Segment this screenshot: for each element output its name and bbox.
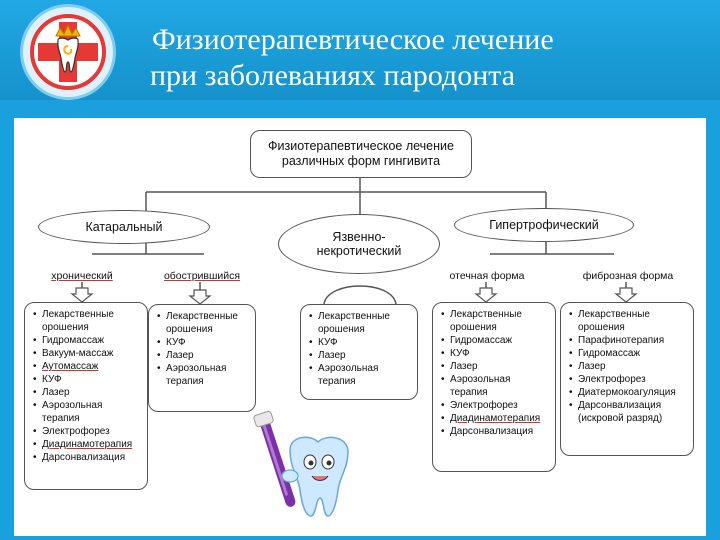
subform-edematous: отечная форма (449, 270, 525, 282)
treatment-item: Лекарственные орошения (157, 310, 249, 336)
subform-exacerbated: обострившийся (163, 270, 241, 282)
treatment-item: Аутомассаж (33, 360, 141, 373)
tooth-with-toothbrush-icon (253, 410, 349, 517)
treatment-item: Электрофорез (441, 399, 549, 412)
treatment-item: Дарсонвализация (441, 425, 549, 438)
treatment-item: Гидромассаж (33, 334, 141, 347)
treatment-list: Лекарственные орошения КУФ Лазер Аэрозол… (301, 305, 417, 392)
treatment-item: Лекарственные орошения (441, 308, 549, 334)
form-node-ulcerative: Язвенно-некротический (278, 214, 440, 274)
form-node-catarrhal: Катаральный (38, 210, 210, 244)
form-node-hypertrophic: Гипертрофический (454, 208, 634, 242)
treatment-item: Лазер (309, 349, 411, 362)
treatment-item: Диатермокоагуляция (569, 386, 687, 399)
tooth-crown-logo-icon (38, 22, 98, 82)
page-title: Физиотерапевтическое лечение при заболев… (150, 22, 710, 94)
treatment-item: Лекарственные орошения (33, 308, 141, 334)
treatment-item: Аэрозольная терапия (441, 373, 549, 399)
treatment-item: Дарсонвализация (искровой разряд) (569, 399, 687, 425)
treatment-item: Электрофорез (33, 425, 141, 438)
treatment-list: Лекарственные орошения КУФ Лазер Аэрозол… (149, 305, 255, 392)
treatment-item: Аэрозольная терапия (33, 399, 141, 425)
treatment-list: Лекарственные орошения Гидромассаж Вакуу… (25, 303, 147, 468)
form-label: Катаральный (85, 220, 163, 234)
form-label: Язвенно-некротический (316, 230, 402, 258)
treatment-item: Гидромассаж (441, 334, 549, 347)
dental-logo (30, 14, 106, 90)
treatment-item: Лекарственные орошения (569, 308, 687, 334)
treatment-item: Электрофорез (569, 373, 687, 386)
treatment-item: Аэрозольная терапия (157, 362, 249, 388)
subform-chronic: хронический (51, 270, 113, 282)
treatment-item: Дарсонвализация (33, 451, 141, 464)
treatment-box-fibrous: Лекарственные орошения Парафинотерапия Г… (560, 302, 694, 456)
treatment-item: Парафинотерапия (569, 334, 687, 347)
treatment-item: КУФ (309, 336, 411, 349)
treatment-item: Лазер (157, 349, 249, 362)
subform-fibrous: фиброзная форма (582, 270, 674, 282)
treatment-item: КУФ (33, 373, 141, 386)
treatment-item: Диадинамотерапия (441, 412, 549, 425)
title-line-2: при заболеваниях пародонта (150, 59, 516, 92)
title-line-1: Физиотерапевтическое лечение (152, 23, 554, 56)
treatment-item: КУФ (441, 347, 549, 360)
treatment-item: Лекарственные орошения (309, 310, 411, 336)
treatment-box-edematous: Лекарственные орошения Гидромассаж КУФ Л… (432, 302, 556, 472)
treatment-item: Лазер (569, 360, 687, 373)
treatment-box-exacerbated: Лекарственные орошения КУФ Лазер Аэрозол… (148, 304, 256, 412)
header-bar (0, 0, 720, 100)
treatment-item: КУФ (157, 336, 249, 349)
treatment-list: Лекарственные орошения Гидромассаж КУФ Л… (433, 303, 555, 442)
diagram-panel: Физиотерапевтическое лечение различных ф… (14, 118, 706, 536)
treatment-box-ulcerative: Лекарственные орошения КУФ Лазер Аэрозол… (300, 304, 418, 400)
treatment-item: Лазер (441, 360, 549, 373)
treatment-item: Лазер (33, 386, 141, 399)
treatment-box-chronic: Лекарственные орошения Гидромассаж Вакуу… (24, 302, 148, 490)
treatment-item: Аэрозольная терапия (309, 362, 411, 388)
treatment-item: Вакуум-массаж (33, 347, 141, 360)
root-node-label: Физиотерапевтическое лечение различных ф… (268, 139, 454, 168)
treatment-list: Лекарственные орошения Парафинотерапия Г… (561, 303, 693, 429)
form-label: Гипертрофический (489, 218, 599, 232)
root-node: Физиотерапевтическое лечение различных ф… (250, 130, 472, 178)
treatment-item: Гидромассаж (569, 347, 687, 360)
treatment-item: Диадинамотерапия (33, 438, 141, 451)
